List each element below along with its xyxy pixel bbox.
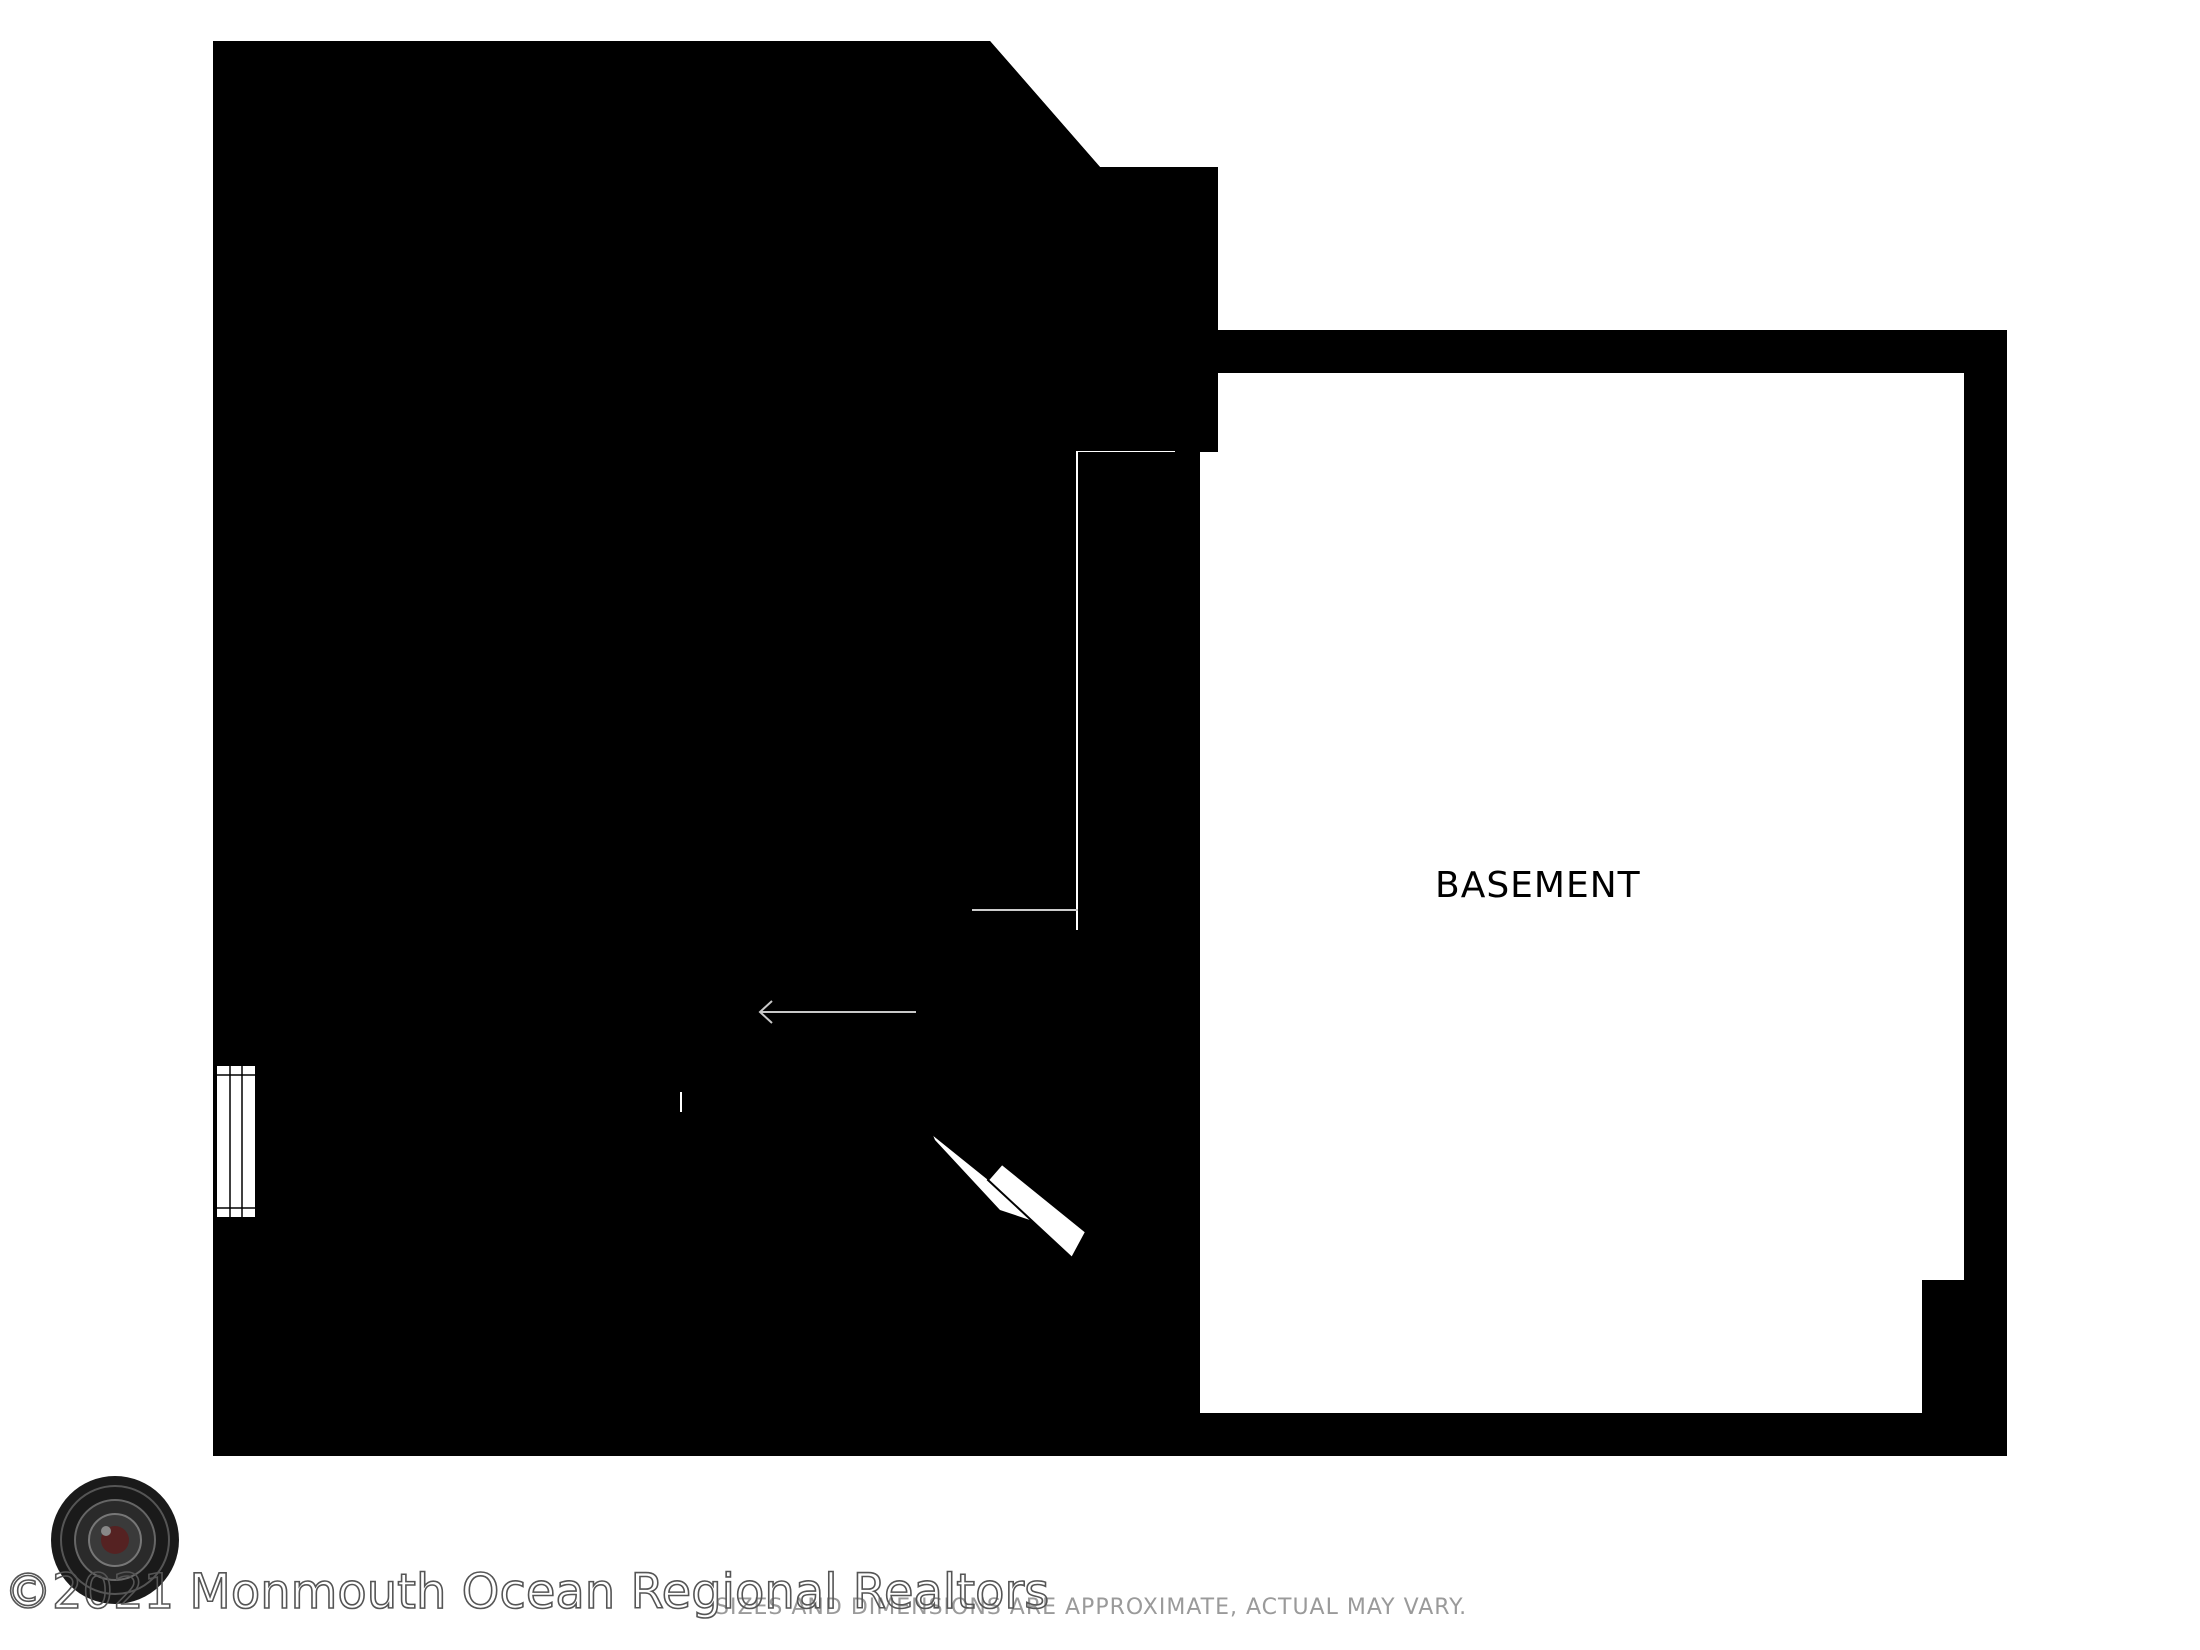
wall-angled-top <box>972 41 1100 210</box>
copyright-watermark: ©2021 Monmouth Ocean Regional Realtors <box>4 1564 1049 1620</box>
door-threshold <box>986 1162 1088 1260</box>
wall-diagonal-b <box>1072 1232 1174 1415</box>
stairs-top-rail <box>684 909 972 933</box>
disclaimer-text: SIZES AND DIMENSIONS ARE APPROXIMATE, AC… <box>715 1595 1467 1620</box>
utility-box-icon <box>353 658 453 758</box>
wall-left-upper <box>213 41 256 1065</box>
basement-corner-block <box>1922 1280 1982 1456</box>
partition-block <box>1078 452 1200 934</box>
window-left <box>215 1064 257 1219</box>
room-label-basement: BASEMENT <box>1435 865 1641 906</box>
basement-wall-right <box>1964 330 2007 1456</box>
camera-lens-logo-icon <box>51 1476 179 1604</box>
wall-electrical-right-upper <box>1175 167 1218 452</box>
room-label-electrical: ELECTRICAL ROOM <box>504 667 861 708</box>
door-swing-arc <box>1001 1135 1173 1165</box>
wall-top <box>213 41 990 84</box>
wall-corner-notch <box>584 84 700 208</box>
wall-diagonal-a <box>906 1090 1002 1180</box>
stairs-bottom-rail <box>682 1090 934 1114</box>
wall-bottom <box>213 1413 2007 1456</box>
basement-wall-top <box>1175 330 2007 373</box>
door-leaf <box>1085 1147 1173 1233</box>
electrical-room-walls <box>213 41 1218 1415</box>
electrical-panel-icon <box>292 500 392 600</box>
stairs-direction-arrow-icon <box>758 1000 916 1024</box>
